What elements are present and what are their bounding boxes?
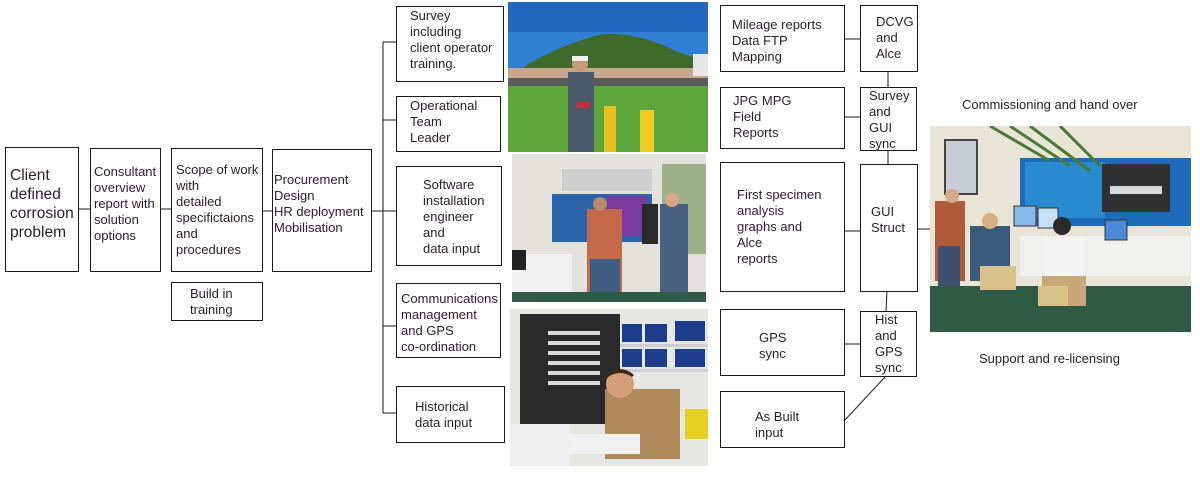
build-in-training-label: Build in training [190,286,233,317]
dcvg-box: DCVG and Alce [860,5,918,72]
commissioning-control-room-photo [930,126,1191,332]
scope-of-work-label: Scope of work with detailed specifictaio… [176,162,259,257]
gui-struct-label: GUI Struct [871,204,905,235]
communications-branch-box: Communications management and GPS co-ord… [396,283,501,358]
build-in-training-box: Build in training [171,282,263,321]
communications-branch-label: Communications management and GPS co-ord… [401,291,498,354]
jpg-mpg-label: JPG MPG Field Reports [733,93,792,140]
historical-branch-label: Historical data input [415,399,473,430]
first-specimen-label: First specimen analysis graphs and Alce … [737,187,822,266]
consultant-report-label: Consultant overview report with solution… [94,164,157,243]
procurement-box: Procurement Design HR deployment Mobilis… [272,149,372,272]
dcvg-label: DCVG and Alce [876,14,914,61]
team-leader-branch-box: Operational Team Leader [396,96,501,152]
hist-gps-sync-box: Hist and GPS sync [860,311,917,377]
survey-gui-sync-box: Survey and GUI sync [860,87,917,151]
gps-sync-label: GPS sync [759,330,787,361]
software-branch-box: Software installation engineer and data … [396,166,502,266]
as-built-label: As Built input [755,409,800,440]
team-leader-branch-label: Operational Team Leader [410,98,478,145]
support-caption: Support and re-licensing [979,351,1120,366]
field-surveyor-photo [508,2,708,152]
control-room-team-photo [512,154,706,302]
gps-sync-box: GPS sync [720,309,845,376]
gui-struct-box: GUI Struct [860,164,918,292]
server-rack-technician-photo [510,309,708,466]
client-problem-box: Client defined corrosion problem [5,147,79,272]
software-branch-label: Software installation engineer and data … [423,177,485,256]
survey-branch-label: Survey including client operator trainin… [410,8,493,71]
mileage-reports-box: Mileage reports Data FTP Mapping [720,5,845,72]
as-built-box: As Built input [720,391,845,448]
survey-gui-sync-label: Survey and GUI sync [869,88,910,151]
scope-of-work-box: Scope of work with detailed specifictaio… [171,148,263,272]
jpg-mpg-box: JPG MPG Field Reports [720,87,845,149]
survey-branch-box: Survey including client operator trainin… [396,6,504,82]
hist-gps-sync-label: Hist and GPS sync [875,312,903,375]
commissioning-caption: Commissioning and hand over [962,97,1138,112]
procurement-label: Procurement Design HR deployment Mobilis… [274,172,364,235]
connector [885,290,888,312]
historical-branch-box: Historical data input [396,386,505,443]
client-problem-label: Client defined corrosion problem [10,167,74,241]
connector [844,376,886,421]
consultant-report-box: Consultant overview report with solution… [90,148,161,272]
first-specimen-box: First specimen analysis graphs and Alce … [720,162,845,292]
mileage-reports-label: Mileage reports Data FTP Mapping [732,17,822,64]
